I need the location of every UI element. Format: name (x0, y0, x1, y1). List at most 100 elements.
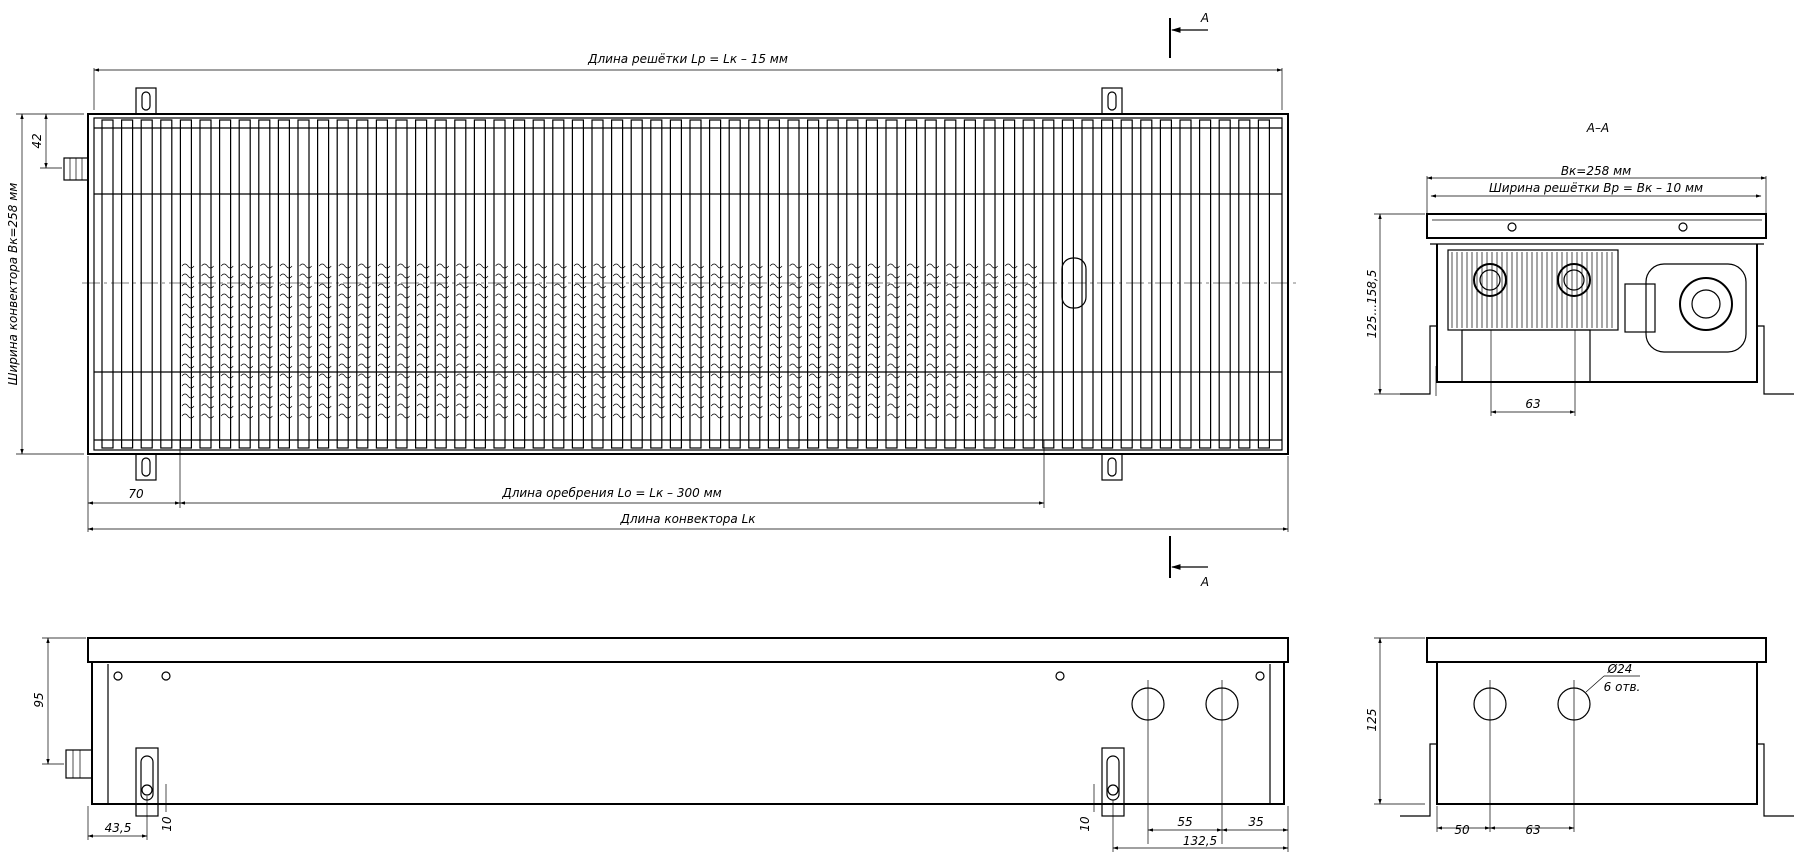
fin-wave (279, 413, 293, 419)
fin-wave (534, 263, 548, 269)
fin-wave (867, 353, 881, 359)
grille-bar (610, 119, 624, 449)
fin-wave (887, 393, 900, 399)
grille-bar (1042, 119, 1055, 449)
fin-wave (710, 273, 724, 279)
fin-wave (318, 313, 332, 319)
fin-wave (730, 313, 744, 319)
fin-wave (965, 413, 979, 419)
fin-wave (573, 373, 587, 379)
fin-wave (906, 343, 920, 349)
fin-wave (318, 333, 332, 339)
fin-wave (730, 263, 744, 269)
fin-wave (828, 413, 842, 419)
grille-bar (120, 119, 134, 449)
grille-bar (1238, 119, 1251, 449)
fin-wave (612, 383, 626, 389)
fin-wave (318, 353, 332, 359)
fin-wave (946, 273, 959, 279)
fin-wave (828, 373, 842, 379)
fin-wave (377, 263, 391, 269)
fin-wave (260, 413, 273, 419)
fin-wave (848, 393, 861, 399)
fin-wave (338, 353, 352, 359)
grille-bar (512, 119, 526, 449)
fin-wave (965, 293, 979, 299)
fin-wave (808, 373, 822, 379)
fin-wave (789, 323, 802, 329)
fin-wave (808, 383, 822, 389)
fin-wave (828, 303, 842, 309)
fin-wave (965, 383, 979, 389)
fin-wave (671, 373, 685, 379)
fin-wave (240, 363, 254, 369)
fin-wave (181, 303, 195, 309)
fin-wave (573, 393, 587, 399)
fin-wave (495, 323, 508, 329)
fin-wave (730, 413, 744, 419)
fin-wave (358, 403, 371, 409)
fin-wave (652, 413, 665, 419)
fin-wave (593, 323, 606, 329)
fin-wave (279, 293, 293, 299)
convector-width-label: Ширина конвектора Вк=258 мм (6, 183, 20, 386)
fin-wave (632, 403, 646, 409)
fin-wave (926, 273, 940, 279)
fin-wave (671, 343, 685, 349)
fin-wave (730, 343, 744, 349)
fin-wave (906, 383, 920, 389)
fin-wave (632, 293, 646, 299)
fin-wave (416, 313, 430, 319)
fin-wave (201, 403, 214, 409)
fin-wave (318, 323, 332, 329)
fin-wave (710, 393, 724, 399)
fin-wave (848, 403, 861, 409)
fin-wave (416, 293, 430, 299)
fin-wave (906, 273, 920, 279)
fin-wave (338, 323, 352, 329)
grille-bar (591, 119, 604, 449)
fin-wave (534, 313, 548, 319)
fin-wave (867, 303, 881, 309)
fin-wave (691, 413, 704, 419)
fin-wave (181, 383, 195, 389)
fin-wave (299, 333, 312, 339)
fin-wave (730, 353, 744, 359)
fin-wave (475, 383, 489, 389)
grille-bar (317, 119, 330, 449)
fin-wave (946, 313, 959, 319)
fin-wave (573, 363, 587, 369)
fin-wave (377, 323, 391, 329)
dim-10-right: 10 (1078, 816, 1092, 832)
grille-bar (238, 119, 251, 449)
fin-wave (240, 393, 254, 399)
fin-wave (495, 333, 508, 339)
fin-wave (808, 413, 822, 419)
fin-wave (573, 283, 587, 289)
fin-wave (534, 373, 548, 379)
fin-wave (1004, 363, 1018, 369)
fin-wave (691, 313, 704, 319)
fin-wave (514, 313, 528, 319)
fin-wave (260, 283, 273, 289)
fin-wave (985, 303, 998, 309)
fin-wave (867, 363, 881, 369)
fin-wave (946, 293, 959, 299)
fin-wave (1004, 393, 1018, 399)
fin-wave (201, 353, 214, 359)
fin-wave (358, 353, 371, 359)
fin-wave (1024, 373, 1038, 379)
grille-bar (434, 119, 447, 449)
fin-wave (789, 383, 802, 389)
fin-wave (710, 303, 724, 309)
fin-wave (260, 273, 273, 279)
fin-wave (338, 333, 352, 339)
fin-wave (691, 323, 704, 329)
fin-wave (946, 303, 959, 309)
mounting-brackets (135, 87, 1123, 481)
fin-wave (397, 383, 410, 389)
fin-wave (593, 283, 606, 289)
fin-wave (612, 343, 626, 349)
fin-wave (318, 393, 332, 399)
grille-bar (728, 119, 741, 449)
